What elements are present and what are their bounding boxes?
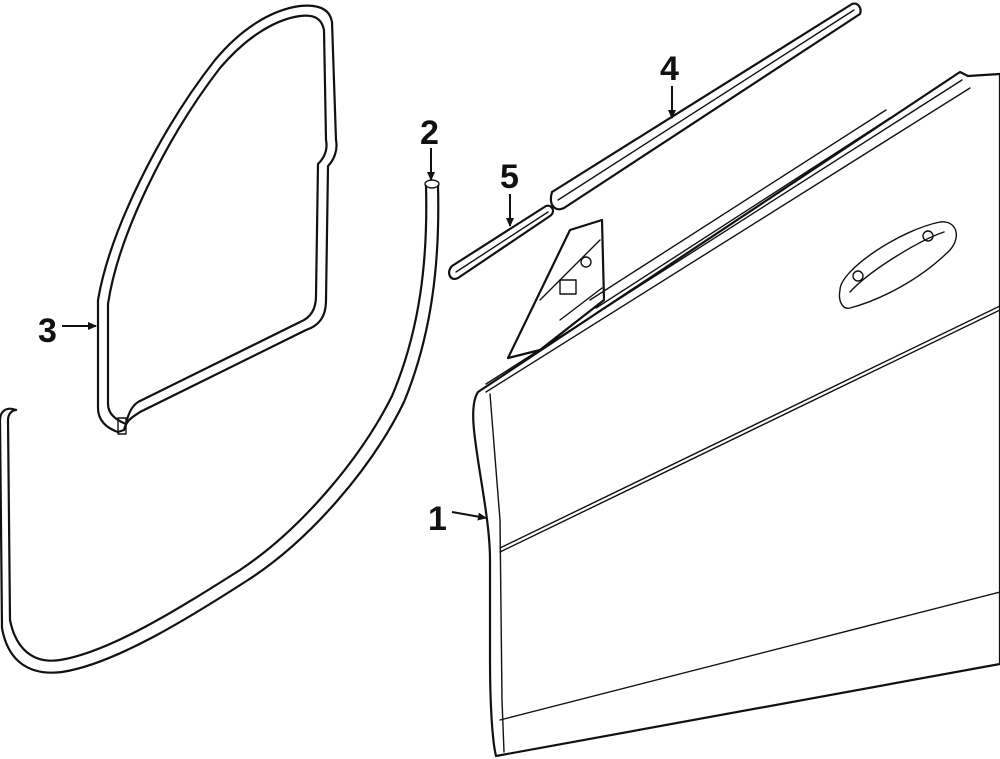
callout-2: 2: [420, 114, 439, 152]
callout-4: 4: [660, 50, 679, 88]
callout-1: 1: [428, 500, 447, 538]
part-2-door-seal: [0, 179, 440, 674]
part-5-small-molding: [448, 204, 555, 280]
leader-arrow-1: [451, 511, 487, 521]
callout-5: 5: [500, 158, 519, 196]
callout-3: 3: [38, 312, 57, 350]
part-1-door-shell: [472, 70, 1000, 758]
part-4-belt-molding: [549, 2, 862, 211]
part-3-weatherstrip-loop: [96, 4, 338, 435]
